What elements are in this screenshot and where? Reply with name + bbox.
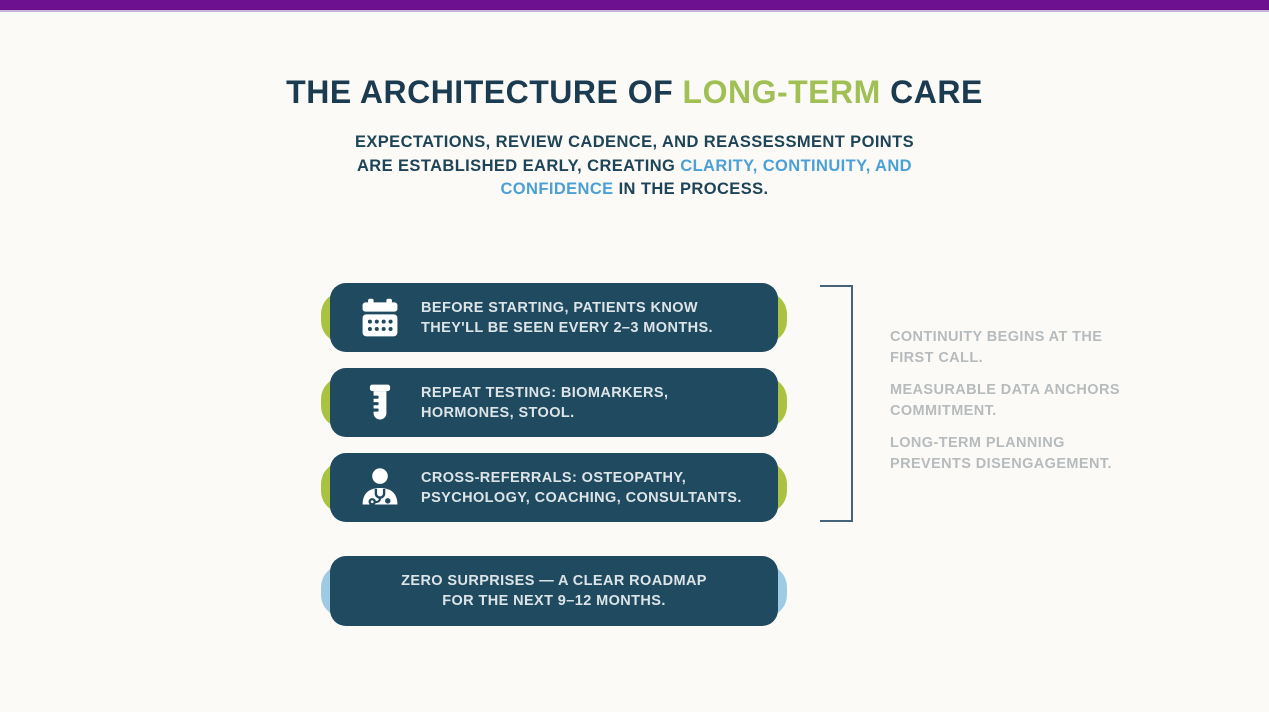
card-list: BEFORE STARTING, PATIENTS KNOW THEY'LL B… xyxy=(321,283,787,642)
note-measurable-data: MEASURABLE DATA ANCHORS COMMITMENT. xyxy=(890,382,1120,419)
top-accent-bar xyxy=(0,0,1269,12)
title-highlight: LONG-TERM xyxy=(682,74,881,110)
card-repeat-testing: REPEAT TESTING: BIOMARKERS, HORMONES, ST… xyxy=(321,368,787,437)
test-tube-icon xyxy=(356,381,404,425)
page-title: THE ARCHITECTURE OF LONG-TERM CARE xyxy=(0,74,1269,111)
card-text: ZERO SURPRISES — A CLEAR ROADMAP FOR THE… xyxy=(401,573,707,609)
subtitle-line1: EXPECTATIONS, REVIEW CADENCE, AND REASSE… xyxy=(354,133,915,151)
title-part1: THE ARCHITECTURE OF xyxy=(286,74,674,110)
card-cross-referrals: CROSS-REFERRALS: OSTEOPATHY, PSYCHOLOGY,… xyxy=(321,453,787,522)
subtitle-line2: ARE ESTABLISHED EARLY, CREATING CLARITY,… xyxy=(356,156,913,175)
card-text: BEFORE STARTING, PATIENTS KNOW THEY'LL B… xyxy=(421,299,713,336)
subtitle-line3: CONFIDENCE IN THE PROCESS. xyxy=(500,180,769,198)
card-review-cadence: BEFORE STARTING, PATIENTS KNOW THEY'LL B… xyxy=(321,283,787,352)
card-text: CROSS-REFERRALS: OSTEOPATHY, PSYCHOLOGY,… xyxy=(421,469,742,506)
calendar-icon xyxy=(356,296,404,340)
page-subtitle: EXPECTATIONS, REVIEW CADENCE, AND REASSE… xyxy=(0,131,1269,202)
title-part2: CARE xyxy=(890,74,983,110)
doctor-icon xyxy=(356,466,404,510)
card-text: REPEAT TESTING: BIOMARKERS, HORMONES, ST… xyxy=(421,384,669,421)
note-continuity: CONTINUITY BEGINS AT THE FIRST CALL. xyxy=(890,329,1103,366)
header: THE ARCHITECTURE OF LONG-TERM CARE EXPEC… xyxy=(0,74,1269,202)
side-notes: CONTINUITY BEGINS AT THE FIRST CALL. MEA… xyxy=(890,327,1180,486)
note-long-term-planning: LONG-TERM PLANNING PREVENTS DISENGAGEMEN… xyxy=(890,435,1112,472)
bracket xyxy=(820,285,853,522)
card-zero-surprises: ZERO SURPRISES — A CLEAR ROADMAP FOR THE… xyxy=(321,556,787,626)
